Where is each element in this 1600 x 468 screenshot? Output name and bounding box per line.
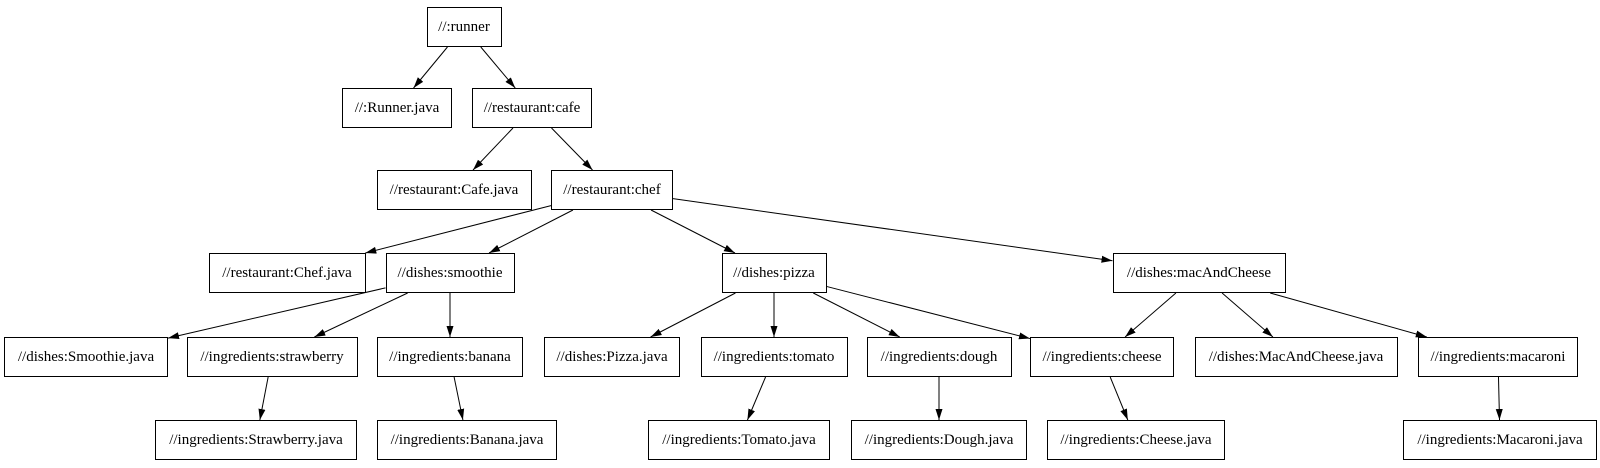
graph-node-chef: //restaurant:chef xyxy=(551,170,673,210)
graph-node-label: //dishes:MacAndCheese.java xyxy=(1208,348,1384,365)
graph-node-strawberry: //ingredients:strawberry xyxy=(186,337,358,377)
graph-node-label: //ingredients:banana xyxy=(389,348,511,365)
graph-node-macaroni_java: //ingredients:Macaroni.java xyxy=(1403,420,1597,460)
graph-node-cafe_java: //restaurant:Cafe.java xyxy=(376,170,532,210)
graph-node-tomato_java: //ingredients:Tomato.java xyxy=(648,420,830,460)
graph-node-label: //dishes:smoothie xyxy=(397,264,503,281)
graph-node-label: //ingredients:Dough.java xyxy=(864,431,1014,448)
graph-edge-chef-to-chef_java xyxy=(365,205,552,254)
graph-node-label: //ingredients:Macaroni.java xyxy=(1417,431,1583,448)
graph-node-banana: //ingredients:banana xyxy=(377,337,523,377)
graph-edge-pizza-to-cheese xyxy=(826,285,1031,340)
graph-node-cheese_java: //ingredients:Cheese.java xyxy=(1047,420,1225,460)
graph-node-dough_java: //ingredients:Dough.java xyxy=(851,420,1027,460)
graph-edge-mac-to-mac_java xyxy=(1221,292,1274,338)
graph-node-pizza_java: //dishes:Pizza.java xyxy=(544,337,680,377)
graph-edge-chef-to-smoothie xyxy=(488,209,574,254)
graph-edge-macaroni-to-macaroni_java xyxy=(1495,376,1503,421)
graph-edge-cheese-to-cheese_java xyxy=(1109,376,1129,421)
graph-edge-runner-to-runner_java xyxy=(413,46,448,89)
graph-node-smoothie_java: //dishes:Smoothie.java xyxy=(4,337,168,377)
graph-node-label: //ingredients:Cheese.java xyxy=(1060,431,1212,448)
graph-edge-pizza-to-dough xyxy=(813,292,900,338)
graph-node-label: //ingredients:cheese xyxy=(1042,348,1162,365)
graph-node-label: //ingredients:Banana.java xyxy=(390,431,544,448)
graph-edge-smoothie-to-strawberry xyxy=(314,292,408,338)
graph-edge-banana-to-banana_java xyxy=(453,376,465,421)
graph-node-label: //restaurant:Chef.java xyxy=(222,264,352,281)
graph-edge-cafe-to-cafe_java xyxy=(472,127,514,171)
graph-node-runner_java: //:Runner.java xyxy=(342,88,452,128)
graph-edge-pizza-to-pizza_java xyxy=(650,292,736,338)
graph-edge-cafe-to-chef xyxy=(551,127,593,171)
graph-node-label: //restaurant:cafe xyxy=(483,99,581,116)
graph-node-label: //ingredients:macaroni xyxy=(1430,348,1566,365)
graph-node-mac: //dishes:macAndCheese xyxy=(1112,253,1286,293)
graph-edge-mac-to-cheese xyxy=(1124,292,1177,338)
graph-edge-chef-to-mac xyxy=(672,198,1113,263)
graph-node-label: //dishes:Pizza.java xyxy=(556,348,668,365)
graph-node-label: //ingredients:Strawberry.java xyxy=(169,431,343,448)
graph-edge-chef-to-pizza xyxy=(650,209,736,254)
graph-node-smoothie: //dishes:smoothie xyxy=(385,253,515,293)
graph-node-label: //dishes:Smoothie.java xyxy=(17,348,155,365)
graph-node-label: //:Runner.java xyxy=(354,99,440,116)
graph-node-label: //dishes:macAndCheese xyxy=(1126,264,1272,281)
graph-node-label: //ingredients:tomato xyxy=(713,348,835,365)
graph-node-strawberry_java: //ingredients:Strawberry.java xyxy=(155,420,357,460)
graph-node-label: //restaurant:chef xyxy=(563,181,661,198)
graph-node-label: //ingredients:strawberry xyxy=(200,348,344,365)
graph-node-banana_java: //ingredients:Banana.java xyxy=(377,420,557,460)
graph-node-runner: //:runner xyxy=(426,7,502,47)
graph-edge-mac-to-macaroni xyxy=(1270,292,1427,338)
graph-node-macaroni: //ingredients:macaroni xyxy=(1418,337,1578,377)
graph-node-label: //dishes:pizza xyxy=(733,264,815,281)
graph-edge-strawberry-to-strawberry_java xyxy=(258,376,269,421)
graph-node-label: //ingredients:Tomato.java xyxy=(662,431,816,448)
graph-node-dough: //ingredients:dough xyxy=(866,337,1012,377)
graph-node-label: //:runner xyxy=(438,18,490,35)
graph-node-label: //restaurant:Cafe.java xyxy=(389,181,519,198)
graph-node-chef_java: //restaurant:Chef.java xyxy=(208,253,366,293)
graph-node-tomato: //ingredients:tomato xyxy=(700,337,848,377)
graph-edge-runner-to-cafe xyxy=(480,46,516,89)
graph-node-label: //ingredients:dough xyxy=(880,348,998,365)
graph-node-pizza: //dishes:pizza xyxy=(721,253,827,293)
graph-node-cafe: //restaurant:cafe xyxy=(472,88,592,128)
graph-node-cheese: //ingredients:cheese xyxy=(1030,337,1174,377)
graph-edge-tomato-to-tomato_java xyxy=(746,376,767,421)
graph-edge-smoothie-to-smoothie_java xyxy=(167,287,386,340)
graph-node-mac_java: //dishes:MacAndCheese.java xyxy=(1194,337,1398,377)
